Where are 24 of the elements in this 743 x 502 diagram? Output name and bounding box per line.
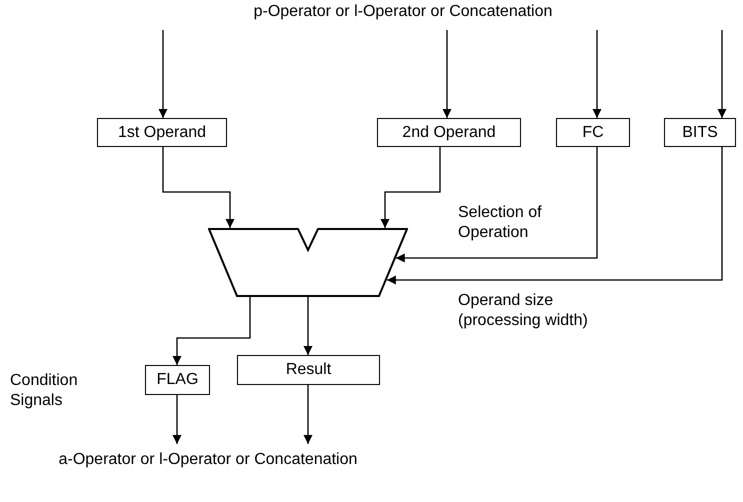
register-box: Result <box>237 355 380 385</box>
register-box: FLAG <box>145 365 210 395</box>
register-box: 1st Operand <box>97 118 227 147</box>
register-box: 2nd Operand <box>377 118 521 147</box>
arrow <box>442 30 452 118</box>
arrow <box>592 30 602 118</box>
arrow <box>396 147 598 262</box>
alu-symbol <box>208 228 408 297</box>
arrow <box>386 147 723 284</box>
arrow <box>172 395 182 444</box>
arrow <box>162 147 234 228</box>
arrow <box>718 30 726 118</box>
register-box: BITS <box>664 118 736 147</box>
annotation-text: Condition Signals <box>10 371 79 411</box>
arrow <box>304 297 312 355</box>
annotation-text: Operand size (processing width) <box>458 291 589 331</box>
arrow <box>158 30 168 118</box>
arrow <box>380 147 441 228</box>
stream-text: a-Operator or l-Operator or Concatenation <box>58 450 358 470</box>
arrow <box>172 297 251 365</box>
arrow <box>304 385 312 444</box>
stream-text: p-Operator or l-Operator or Concatenation <box>228 2 578 22</box>
register-box: FC <box>556 118 630 147</box>
annotation-text: Selection of Operation <box>458 203 543 243</box>
